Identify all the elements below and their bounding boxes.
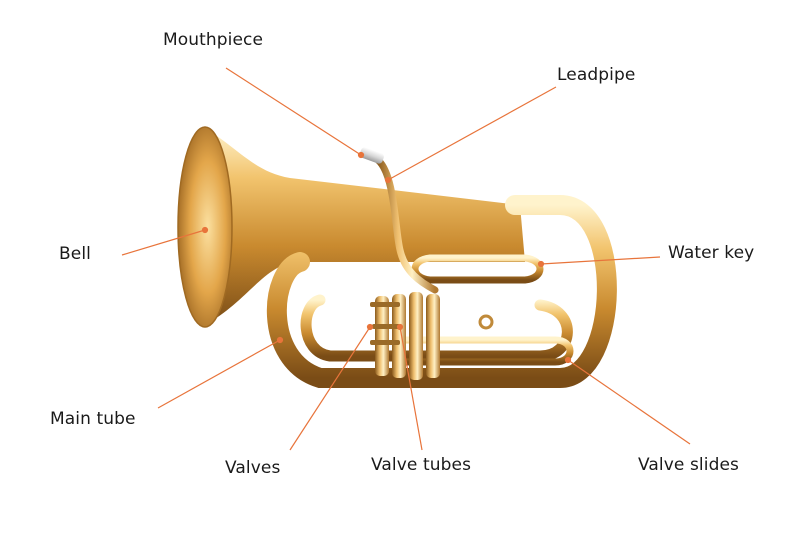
valve-button-2 (372, 324, 402, 329)
label-water-key: Water key (668, 243, 755, 263)
leader-valve-tubes-dot (396, 323, 404, 331)
bell-flare (180, 128, 525, 325)
label-valve-slides: Valve slides (638, 455, 739, 475)
inner-loop (300, 294, 573, 362)
label-leadpipe: Leadpipe (557, 65, 636, 85)
leader-valve-slides (567, 359, 691, 445)
leader-leadpipe (387, 86, 557, 181)
leader-mouthpiece (225, 67, 362, 156)
label-main-tube: Main tube (50, 409, 136, 429)
label-valves: Valves (225, 458, 281, 478)
leader-valves-dot (366, 323, 374, 331)
leader-leadpipe-dot (384, 176, 392, 184)
valve-tube-3 (409, 292, 423, 380)
leader-valve-slides-dot (564, 356, 572, 364)
label-mouthpiece: Mouthpiece (163, 30, 264, 50)
leader-main-tube-dot (276, 336, 284, 344)
leader-valves (289, 326, 371, 451)
leader-water-key (540, 256, 661, 265)
leader-valve-tubes (399, 326, 423, 451)
main-tube-loop (267, 195, 617, 388)
water-key-ring (478, 314, 494, 330)
leader-bell-dot (201, 226, 209, 234)
valve-tube-2 (392, 294, 406, 378)
valve-tube-4 (426, 294, 440, 378)
label-valve-tubes: Valve tubes (371, 455, 472, 475)
valve-button-3 (370, 340, 400, 345)
mouthpiece-shape (359, 147, 384, 164)
valve-tube-1 (375, 296, 389, 376)
upper-slide (411, 254, 544, 284)
leader-water-key-dot (537, 260, 545, 268)
valve-button-1 (370, 302, 400, 307)
label-bell: Bell (59, 244, 91, 264)
leader-bell (121, 229, 206, 256)
leader-mouthpiece-dot (357, 151, 365, 159)
leader-main-tube (157, 339, 281, 409)
leader-lines (121, 67, 691, 451)
valve-slide-tubes (400, 336, 574, 366)
